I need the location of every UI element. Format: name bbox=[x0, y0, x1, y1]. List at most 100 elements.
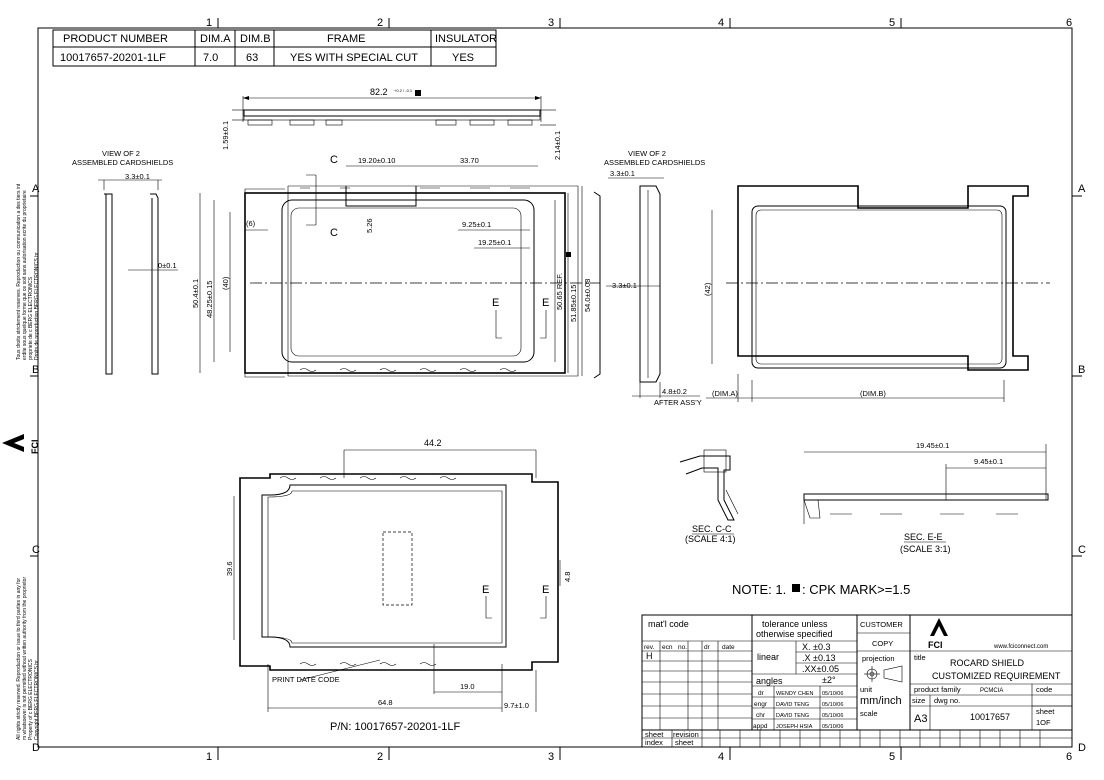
front-view-section-e-left: E bbox=[492, 297, 499, 309]
bottom-view-dim-442: 44.2 bbox=[424, 438, 442, 448]
grid-row-b: B bbox=[32, 364, 39, 376]
tb-logo: FCI bbox=[928, 640, 943, 650]
front-view-cpk-mark-icon bbox=[566, 252, 571, 257]
grid-col-5: 5 bbox=[889, 17, 895, 29]
product-table-header-2: DIM.A bbox=[200, 33, 231, 45]
grid-col-1: 1 bbox=[206, 17, 212, 29]
front-view-section-c-top: C bbox=[330, 154, 338, 166]
tb-sign-role-4: appd bbox=[753, 723, 768, 730]
tb-rev-h1: rev. bbox=[644, 644, 655, 651]
right-view-dim-a: (DIM.A) bbox=[712, 389, 738, 398]
tb-title-1: ROCARD SHIELD bbox=[950, 658, 1025, 668]
fci-logo-icon: FCI bbox=[2, 434, 40, 454]
section-cc-scale: (SCALE 4:1) bbox=[685, 534, 736, 544]
front-view-dim-40: (40) bbox=[221, 276, 230, 290]
grid-row-c-right: C bbox=[1078, 544, 1086, 556]
tb-sign-date-4: 05/10/06 bbox=[822, 724, 843, 730]
section-ee-dim-1945: 19.45±0.1 bbox=[916, 441, 949, 450]
side-left-dim-mid: 0±0.1 bbox=[158, 261, 177, 270]
tb-tol-xxx: .XX±0.05 bbox=[802, 664, 839, 674]
grid-col-6-bottom: 6 bbox=[1066, 751, 1072, 763]
section-cc: SEC. C-C (SCALE 4:1) bbox=[679, 449, 739, 544]
tb-sign-role-3: chr bbox=[756, 712, 766, 719]
tb-sign-role-1: dr bbox=[758, 690, 765, 697]
side-view-left: VIEW OF 2 ASSEMBLED CARDSHIELDS 3.3±0.1 … bbox=[72, 149, 178, 375]
tb-rev-h3: no. bbox=[678, 644, 687, 651]
tb-sheet-revision-1: sheet bbox=[645, 730, 664, 739]
front-view-dim-1920: 19.20±0.10 bbox=[358, 156, 395, 165]
grid-row-c: C bbox=[32, 544, 40, 556]
notice-en-2: m whatsoever is not permitted without wr… bbox=[22, 577, 28, 740]
side-right-dim-mid: 3.3±0.1 bbox=[612, 281, 637, 290]
front-view-dim-526: 5.26 bbox=[365, 218, 374, 233]
grid-col-6: 6 bbox=[1066, 17, 1072, 29]
tb-tol-x: X. ±0.3 bbox=[802, 642, 830, 652]
grid-labels: 1 2 3 4 5 6 1 2 3 4 5 6 A B C D A B C D bbox=[32, 17, 1086, 763]
grid-row-d-right: D bbox=[1078, 742, 1086, 754]
tb-index-sheet-1: index bbox=[645, 738, 663, 747]
notice-en-4: Copyright BERG ELECTRONICS br bbox=[34, 660, 40, 740]
front-view-dim-4825: 48.25±0.15 bbox=[205, 281, 214, 318]
product-table-cell-2: 7.0 bbox=[203, 52, 218, 64]
tb-scale: scale bbox=[860, 709, 878, 718]
front-view-dim-1925: 19.25±0.1 bbox=[478, 238, 511, 247]
tb-rev-value: H bbox=[646, 651, 653, 661]
grid-row-b-right: B bbox=[1078, 364, 1085, 376]
tb-index-sheet-2: sheet bbox=[675, 738, 694, 747]
grid-row-a-right: A bbox=[1078, 183, 1086, 195]
tb-sheet-revision-2: revision bbox=[673, 730, 699, 739]
notice-fr-4: Droits de reproduction BERG ELECTRONICS … bbox=[34, 252, 40, 360]
front-view-dim-5185: 51.85±0.15 bbox=[569, 285, 578, 322]
tb-rev-h2: ecn bbox=[662, 644, 673, 651]
tb-sign-date-3: 05/10/06 bbox=[822, 713, 843, 719]
tb-dwg-no: dwg no. bbox=[934, 696, 960, 705]
grid-col-3-bottom: 3 bbox=[548, 751, 554, 763]
notice-en-3: Property of c BERG ELECTRONICS bbox=[28, 658, 34, 740]
tb-angles-val: ±2° bbox=[822, 675, 836, 685]
side-right-title-2: ASSEMBLED CARDSHIELDS bbox=[604, 158, 705, 167]
section-cc-title: SEC. C-C bbox=[692, 524, 732, 534]
grid-row-d: D bbox=[32, 742, 40, 754]
tb-title-2: CUSTOMIZED REQUIREMENT bbox=[932, 671, 1061, 681]
front-view-section-e-right: E bbox=[542, 297, 549, 309]
tb-matl-code: mat'l code bbox=[648, 619, 689, 629]
tb-sign-date-2: 05/10/06 bbox=[822, 702, 843, 708]
grid-col-4: 4 bbox=[718, 17, 724, 29]
bottom-view-dim-48: 4.8 bbox=[563, 572, 572, 582]
note-prefix: NOTE: 1. bbox=[732, 582, 786, 597]
top-view-dim-left: 1.59±0.1 bbox=[221, 121, 230, 150]
bottom-view-dim-97: 9.7±1.0 bbox=[504, 701, 529, 710]
front-view-dim-504: 50.4±0.1 bbox=[191, 279, 200, 308]
bottom-view-dim-190: 19.0 bbox=[460, 682, 475, 691]
front-view-dim-5065: 50.65 REF. bbox=[555, 273, 564, 310]
tb-unit: unit bbox=[860, 685, 873, 694]
bottom-view-section-e-left: E bbox=[482, 584, 489, 596]
section-ee-dim-945: 9.45±0.1 bbox=[974, 457, 1003, 466]
side-view-right: VIEW OF 2 ASSEMBLED CARDSHIELDS 3.3±0.1 … bbox=[604, 149, 705, 407]
bottom-view-dim-396: 39.6 bbox=[225, 561, 234, 576]
tb-sheet-val: 1OF bbox=[1036, 718, 1051, 727]
note-text: : CPK MARK>=1.5 bbox=[802, 582, 910, 597]
grid-col-2: 2 bbox=[377, 17, 383, 29]
side-right-after: AFTER ASS'Y bbox=[654, 398, 702, 407]
front-view-dim-3370: 33.70 bbox=[460, 156, 479, 165]
drawing-border bbox=[37, 27, 1073, 748]
top-view-dim-length: 82.2 bbox=[370, 87, 388, 97]
bottom-view: 44.2 39.6 4.8 E E 19.0 64.8 9.7±1.0 PRIN… bbox=[225, 438, 572, 733]
right-view-dim-b: (DIM.B) bbox=[860, 389, 886, 398]
front-view-dim-6: (6) bbox=[246, 219, 256, 228]
notice-fr-2: erdite sous quelque forme que ce soit sa… bbox=[22, 190, 28, 360]
grid-col-3: 3 bbox=[548, 17, 554, 29]
tb-sign-name-2: DAVID TENG bbox=[776, 702, 809, 708]
product-table-header-3: DIM.B bbox=[240, 33, 271, 45]
side-left-title-2: ASSEMBLED CARDSHIELDS bbox=[72, 158, 173, 167]
section-ee: 19.45±0.1 9.45±0.1 SEC. E-E (SCALE 3:1) bbox=[803, 441, 1049, 554]
product-table-cell-4: YES WITH SPECIAL CUT bbox=[290, 52, 418, 64]
tb-sheet: sheet bbox=[1036, 707, 1055, 716]
tb-product-family-val: PCMCIA bbox=[980, 688, 1003, 694]
tb-code: code bbox=[1036, 685, 1052, 694]
front-view: C C 19.20±0.10 33.70 5.26 (6) 9.25±0.1 1… bbox=[191, 154, 601, 379]
right-view: (42) (DIM.A) (DIM.B) bbox=[703, 185, 1050, 402]
notice-fr-3: propriete de c BERG ELECTRONICS bbox=[28, 276, 34, 360]
